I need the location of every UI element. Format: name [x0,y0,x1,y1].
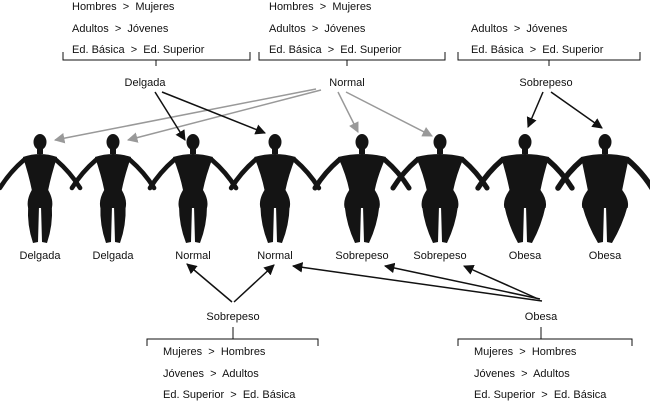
bracket-top-normal [258,52,446,66]
comparison-bottom-obesa-1: Mujeres > Hombres [474,346,577,358]
figure-label-6: Sobrepeso [413,250,467,262]
body-figure-1 [0,134,83,243]
body-figure-3 [147,134,239,243]
arrows-sobrepeso-bottom [186,263,275,303]
category-label-delgada-top: Delgada [124,77,166,89]
bracket-top-delgada [62,52,251,66]
comparison-top-normal-3: Ed. Básica > Ed. Superior [269,44,402,56]
comparison-bottom-sobrepeso-1: Mujeres > Hombres [163,346,266,358]
arrows-sobrepeso-top [526,91,603,129]
arrows-obesa-bottom [291,262,543,302]
comparison-bottom-sobrepeso-2: Jóvenes > Adultos [163,368,259,380]
figure-label-1: Delgada [19,250,61,262]
comparison-top-delgada-1: Hombres > Mujeres [72,1,175,13]
body-figure-4 [228,134,322,243]
figure-label-4: Normal [257,250,293,262]
comparison-top-normal-1: Hombres > Mujeres [269,1,372,13]
bracket-bottom-obesa [457,327,633,346]
comparison-bottom-obesa-2: Jóvenes > Adultos [474,368,570,380]
comparison-bottom-obesa-3: Ed. Superior > Ed. Básica [474,389,607,401]
figure-label-3: Normal [175,250,211,262]
comparison-top-sobrepeso-2: Ed. Básica > Ed. Superior [471,44,604,56]
category-label-normal-top: Normal [329,77,365,89]
bracket-bottom-sobrepeso [146,327,319,346]
figure-label-7: Obesa [508,250,542,262]
comparison-top-delgada-2: Adultos > Jóvenes [72,23,169,35]
figure-label-8: Obesa [588,250,622,262]
comparison-top-normal-2: Adultos > Jóvenes [269,23,366,35]
figure-label-5: Sobrepeso [335,250,389,262]
comparison-bottom-sobrepeso-3: Ed. Superior > Ed. Básica [163,389,296,401]
comparison-top-delgada-3: Ed. Básica > Ed. Superior [72,44,205,56]
category-label-obesa-bottom: Obesa [524,311,558,323]
body-figure-8 [555,134,650,243]
body-figure-7 [475,134,575,243]
arrows-normal-gray [53,88,433,144]
comparison-top-sobrepeso-1: Adultos > Jóvenes [471,23,568,35]
body-figure-5 [312,134,412,243]
bracket-top-sobrepeso [457,52,641,66]
arrows-delgada [154,91,266,141]
body-figure-6 [390,134,490,243]
category-label-sobrepeso-bottom: Sobrepeso [206,311,260,323]
figures-layer [0,134,650,243]
category-label-sobrepeso-top: Sobrepeso [519,77,573,89]
figure-label-2: Delgada [92,250,134,262]
body-figure-2 [69,134,157,243]
